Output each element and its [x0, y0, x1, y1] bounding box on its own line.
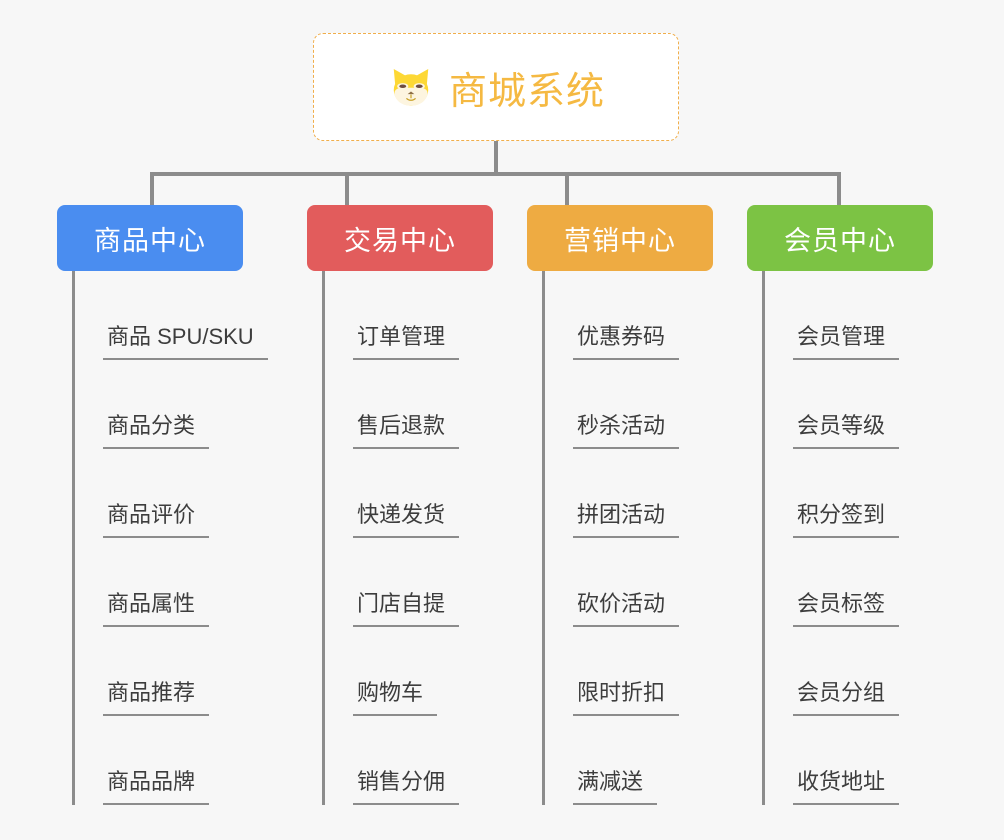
root-title: 商城系统 — [448, 70, 605, 113]
leaf-item[interactable]: 订单管理 — [322, 271, 460, 360]
leaf-item[interactable]: 满减送 — [542, 716, 679, 805]
leaf-item[interactable]: 商品 SPU/SKU — [72, 271, 268, 360]
leaf-item-label: 优惠券码 — [573, 323, 680, 360]
leaf-item[interactable]: 秒杀活动 — [542, 360, 680, 449]
leaf-column-product-center: 商品 SPU/SKU 商品分类 商品评价 商品属性 商品推荐 商品品牌 — [72, 271, 268, 805]
leaf-item-label: 秒杀活动 — [573, 412, 680, 449]
leaf-item[interactable]: 商品属性 — [72, 538, 268, 627]
leaf-item[interactable]: 限时折扣 — [542, 627, 680, 716]
leaf-item-label: 售后退款 — [353, 412, 460, 449]
leaf-item-label: 商品推荐 — [103, 679, 210, 716]
leaf-item[interactable]: 积分签到 — [762, 449, 900, 538]
leaf-rail — [322, 271, 325, 805]
leaf-column-member-center: 会员管理 会员等级 积分签到 会员标签 会员分组 收货地址 — [762, 271, 900, 805]
connector-drop-product-center — [150, 172, 154, 205]
category-box-marketing-center[interactable]: 营销中心 — [527, 205, 713, 271]
leaf-item-label: 商品 SPU/SKU — [103, 323, 268, 360]
leaf-item-label: 订单管理 — [353, 323, 460, 360]
leaf-item-label: 会员分组 — [793, 679, 900, 716]
leaf-item[interactable]: 砍价活动 — [542, 538, 680, 627]
leaf-item-label: 商品评价 — [103, 501, 210, 538]
shiba-inu-dog-face-icon — [387, 63, 435, 111]
leaf-item[interactable]: 会员管理 — [762, 271, 900, 360]
leaf-item[interactable]: 购物车 — [322, 627, 459, 716]
category-label: 营销中心 — [564, 225, 676, 256]
category-box-member-center[interactable]: 会员中心 — [747, 205, 933, 271]
connector-horizontal-bus — [150, 172, 840, 176]
leaf-item[interactable]: 会员等级 — [762, 360, 900, 449]
leaf-item-label: 快递发货 — [353, 501, 460, 538]
leaf-item[interactable]: 商品推荐 — [72, 627, 268, 716]
leaf-item[interactable]: 优惠券码 — [542, 271, 680, 360]
leaf-item-label: 会员等级 — [793, 412, 900, 449]
leaf-item[interactable]: 会员标签 — [762, 538, 900, 627]
leaf-item[interactable]: 门店自提 — [322, 538, 460, 627]
connector-drop-member-center — [837, 172, 841, 205]
leaf-rail — [542, 271, 545, 805]
leaf-item-label: 商品分类 — [103, 412, 210, 449]
category-box-product-center[interactable]: 商品中心 — [57, 205, 243, 271]
leaf-item[interactable]: 商品分类 — [72, 360, 268, 449]
leaf-item-label: 商品属性 — [103, 590, 210, 627]
leaf-item-label: 拼团活动 — [573, 501, 680, 538]
root-node[interactable]: 商城系统 — [313, 33, 679, 141]
leaf-item-label: 会员管理 — [793, 323, 900, 360]
category-label: 会员中心 — [784, 225, 896, 256]
leaf-item-label: 满减送 — [573, 768, 658, 805]
leaf-item[interactable]: 会员分组 — [762, 627, 900, 716]
leaf-item-label: 购物车 — [353, 679, 438, 716]
leaf-item-label: 限时折扣 — [573, 679, 680, 716]
leaf-item[interactable]: 商品品牌 — [72, 716, 268, 805]
leaf-item-label: 收货地址 — [793, 768, 900, 805]
connector-root-stem — [494, 141, 498, 174]
leaf-rail — [72, 271, 75, 805]
leaf-item[interactable]: 销售分佣 — [322, 716, 460, 805]
leaf-item[interactable]: 售后退款 — [322, 360, 460, 449]
leaf-item-label: 商品品牌 — [103, 768, 210, 805]
leaf-item[interactable]: 拼团活动 — [542, 449, 680, 538]
leaf-item-label: 销售分佣 — [353, 768, 460, 805]
leaf-item-label: 积分签到 — [793, 501, 900, 538]
leaf-item-label: 砍价活动 — [573, 590, 680, 627]
category-label: 交易中心 — [344, 225, 456, 256]
leaf-column-marketing-center: 优惠券码 秒杀活动 拼团活动 砍价活动 限时折扣 满减送 — [542, 271, 680, 805]
leaf-item-label: 会员标签 — [793, 590, 900, 627]
leaf-item[interactable]: 快递发货 — [322, 449, 460, 538]
leaf-item-label: 门店自提 — [353, 590, 460, 627]
connector-drop-marketing-center — [565, 172, 569, 205]
leaf-item[interactable]: 商品评价 — [72, 449, 268, 538]
category-box-trade-center[interactable]: 交易中心 — [307, 205, 493, 271]
leaf-rail — [762, 271, 765, 805]
category-label: 商品中心 — [94, 225, 206, 256]
connector-drop-trade-center — [345, 172, 349, 205]
leaf-column-trade-center: 订单管理 售后退款 快递发货 门店自提 购物车 销售分佣 — [322, 271, 460, 805]
leaf-item[interactable]: 收货地址 — [762, 716, 900, 805]
